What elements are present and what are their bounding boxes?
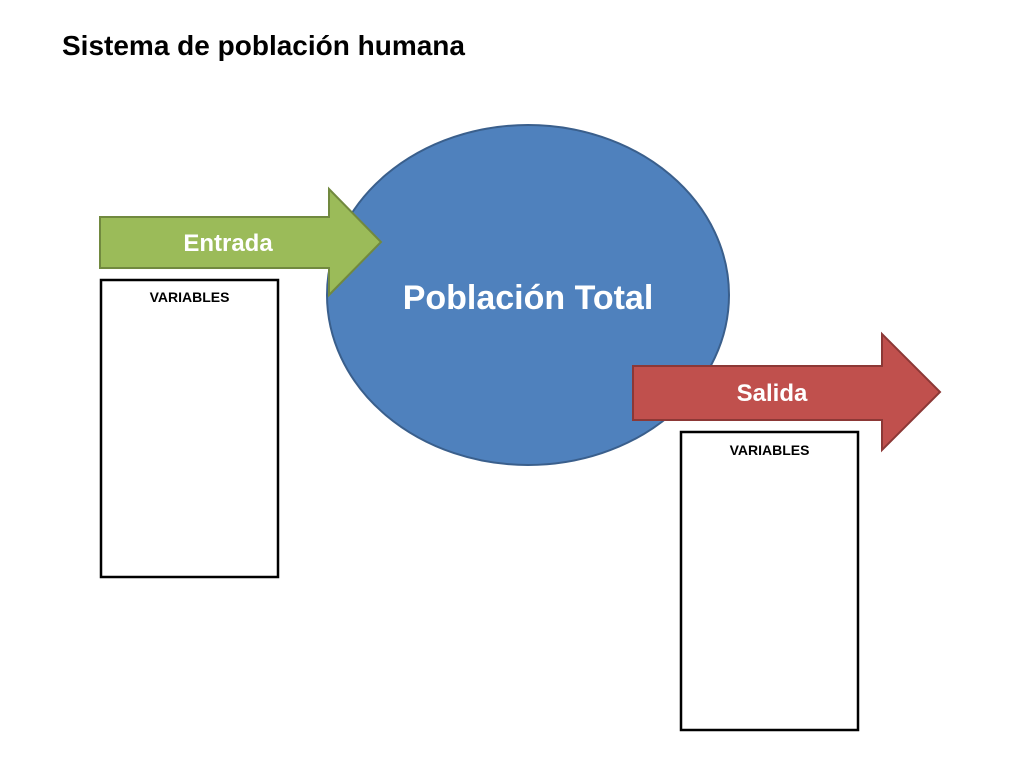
population-label: Población Total [403, 279, 654, 317]
diagram-title: Sistema de población humana [62, 30, 465, 61]
output-arrow-label: Salida [737, 380, 808, 407]
input-variables-box [99, 278, 280, 579]
input-arrow-label: Entrada [183, 230, 273, 257]
input-variables-heading: VARIABLES [150, 289, 230, 305]
population-ellipse [326, 124, 730, 466]
output-variables-heading: VARIABLES [730, 442, 810, 458]
output-variables-box [679, 430, 860, 732]
input-arrow [99, 186, 383, 298]
output-arrow [632, 331, 942, 453]
